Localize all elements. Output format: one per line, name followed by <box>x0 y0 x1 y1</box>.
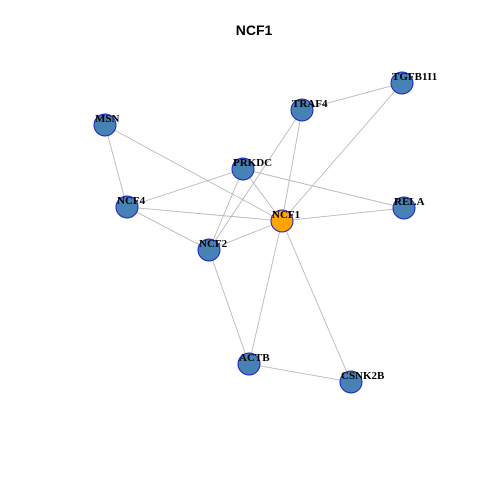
edge-ncf1-csnk2b <box>281 220 352 383</box>
node-tgfb1i1[interactable] <box>390 71 414 95</box>
node-ncf1[interactable] <box>270 209 294 233</box>
edge-traf4-ncf2 <box>208 109 303 251</box>
node-msn[interactable] <box>93 113 117 137</box>
edge-ncf1-rela <box>281 207 405 222</box>
edge-prkdc-rela <box>242 168 405 209</box>
node-label-csnk2b: CSNK2B <box>341 370 385 382</box>
edge-prkdc-ncf4 <box>126 168 244 208</box>
edge-ncf1-tgfb1i1 <box>281 82 403 222</box>
edge-layer <box>104 82 405 383</box>
edge-ncf4-ncf2 <box>126 206 210 251</box>
node-label-ncf4: NCF4 <box>117 195 146 207</box>
edge-traf4-tgfb1i1 <box>301 82 403 111</box>
node-label-ncf1: NCF1 <box>272 209 300 221</box>
node-label-traf4: TRAF4 <box>292 98 328 110</box>
node-label-actb: ACTB <box>239 352 270 364</box>
edge-ncf2-actb <box>208 249 250 365</box>
node-prkdc[interactable] <box>231 157 255 181</box>
edge-ncf1-traf4 <box>281 109 303 222</box>
node-label-msn: MSN <box>95 113 120 125</box>
node-label-prkdc: PRKDC <box>233 157 272 169</box>
node-actb[interactable] <box>237 352 261 376</box>
node-ncf4[interactable] <box>115 195 139 219</box>
edge-ncf1-msn <box>104 124 283 222</box>
edge-actb-csnk2b <box>248 363 352 383</box>
node-rela[interactable] <box>392 196 416 220</box>
node-csnk2b[interactable] <box>339 370 363 394</box>
node-traf4[interactable] <box>290 98 314 122</box>
node-ncf2[interactable] <box>197 238 221 262</box>
node-label-tgfb1i1: TGFB1I1 <box>392 71 437 83</box>
edge-ncf1-ncf4 <box>126 206 283 222</box>
edge-ncf1-actb <box>248 220 283 365</box>
node-label-ncf2: NCF2 <box>199 238 228 250</box>
edge-ncf1-ncf2 <box>208 220 283 251</box>
edge-msn-ncf4 <box>104 124 128 208</box>
graph-title: NCF1 <box>236 22 273 38</box>
node-layer <box>93 71 416 394</box>
node-label-rela: RELA <box>394 196 425 208</box>
edge-prkdc-ncf2 <box>208 168 244 251</box>
